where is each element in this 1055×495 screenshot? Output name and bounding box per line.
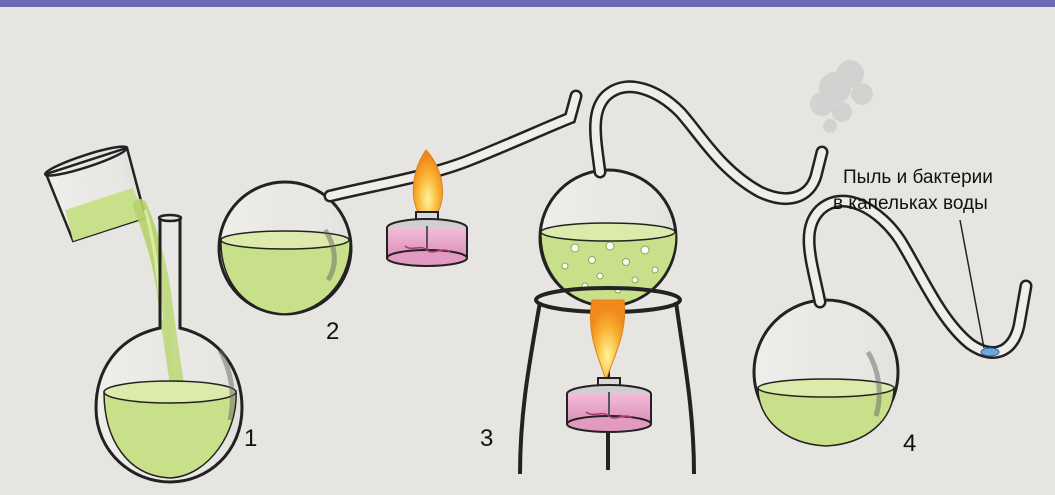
flask-4-label: 4: [903, 430, 916, 458]
flask-1-label: 1: [244, 425, 257, 453]
flask-1-group: [43, 142, 242, 482]
flame-2: [413, 150, 442, 220]
dust-droplet: [981, 348, 999, 356]
steam: [810, 60, 873, 133]
annotation-pointer: [960, 220, 984, 348]
flask-4-group: [754, 201, 1026, 446]
flask-2-label: 2: [326, 318, 339, 346]
pouring-beaker: [43, 142, 149, 243]
flame-3: [590, 300, 624, 380]
annotation-line-1: Пыль и бактерии: [843, 165, 993, 191]
annotation-line-2: в капельках воды: [833, 191, 988, 217]
burner-3: [567, 378, 651, 432]
flask-3-label: 3: [480, 425, 493, 453]
